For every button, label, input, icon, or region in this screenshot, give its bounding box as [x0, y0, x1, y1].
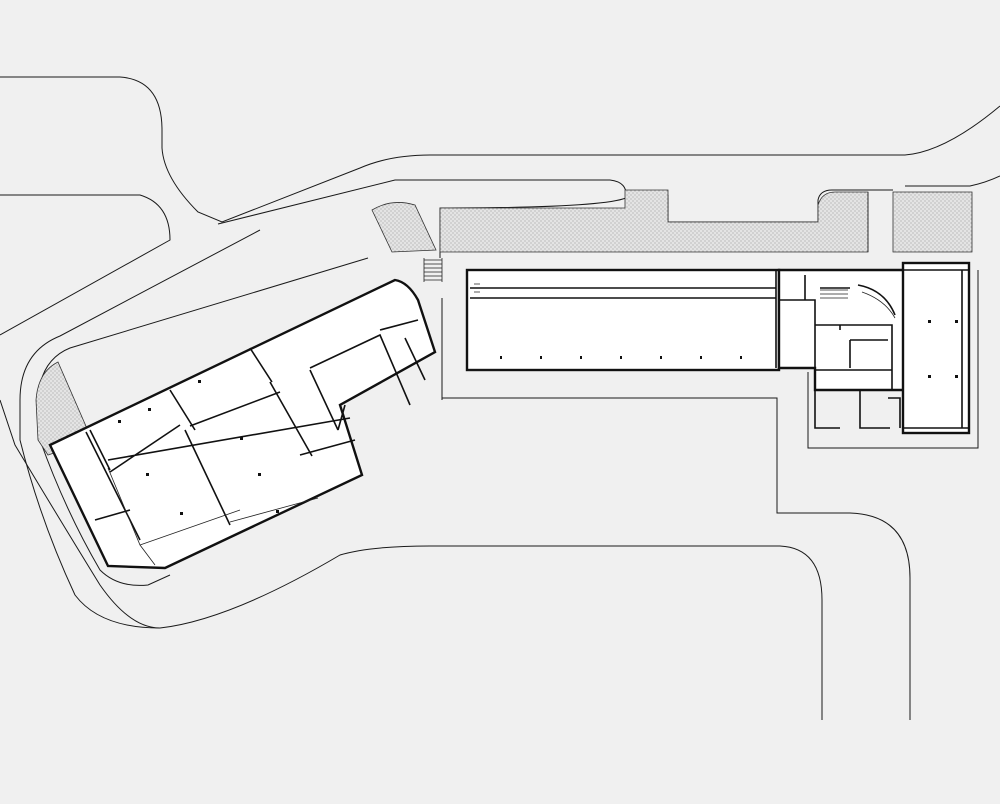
annex-walls [814, 390, 901, 429]
road-south-left [0, 399, 161, 629]
column-grid-east [928, 320, 958, 378]
sidewalk-inner-curb [37, 257, 369, 586]
planter-northeast [892, 191, 973, 253]
north-entrance-stair [423, 258, 443, 282]
service-stair [820, 289, 896, 319]
central-building [465, 268, 781, 372]
service-rooms [779, 275, 896, 390]
road-network [0, 76, 1000, 720]
road-edge-north-lower [0, 194, 171, 336]
service-block [777, 268, 907, 392]
column-grid-central [500, 356, 742, 359]
central-building-outline [465, 268, 781, 372]
west-building-outline [48, 278, 437, 570]
planter-wedge [371, 202, 437, 253]
west-building-rooms [85, 319, 426, 541]
road-edge-mid [217, 179, 627, 258]
central-corridor [470, 270, 777, 368]
east-building [901, 261, 971, 435]
parking-edge [441, 298, 911, 720]
road-edge-north-upper [0, 76, 1000, 223]
east-building-inner [903, 269, 969, 429]
central-stair [468, 283, 500, 371]
planting-areas [35, 189, 973, 456]
annex [814, 390, 901, 429]
east-court-edge [807, 270, 979, 449]
road-edge-east [905, 175, 1000, 187]
sidewalk-west-curb [19, 229, 823, 720]
column-grid-west [118, 380, 279, 515]
west-building-inner-bay [107, 467, 319, 566]
west-building [48, 278, 437, 570]
planter-north-strip [439, 189, 869, 253]
east-building-outline [901, 261, 971, 435]
entrance-stair-treads [423, 258, 443, 282]
